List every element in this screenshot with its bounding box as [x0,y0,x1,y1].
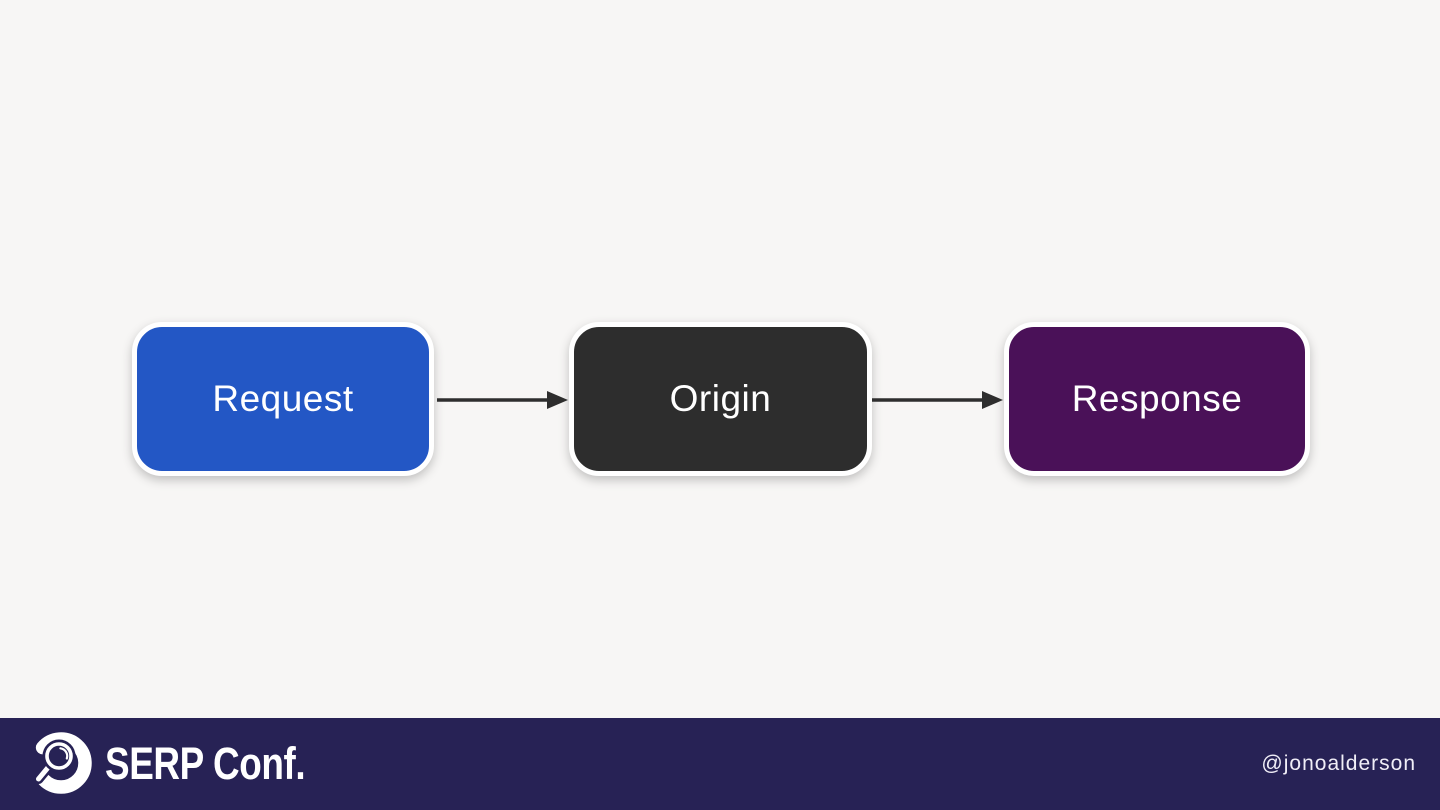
arrow-origin-to-response-icon [872,391,1003,409]
brand-name: SERP Conf. [105,738,306,789]
node-response: Response [1004,322,1310,476]
footer-bar: SERP Conf. @jonoalderson [0,718,1440,810]
node-request-label: Request [212,378,354,419]
social-handle: @jonoalderson [1261,752,1416,775]
arrow-request-to-origin-icon [437,391,568,409]
node-origin-label: Origin [669,378,772,419]
node-request: Request [132,322,434,476]
node-origin: Origin [569,322,872,476]
magnifying-glass-logo-icon [26,729,96,799]
brand: SERP Conf. [26,729,349,799]
node-response-label: Response [1071,378,1243,419]
